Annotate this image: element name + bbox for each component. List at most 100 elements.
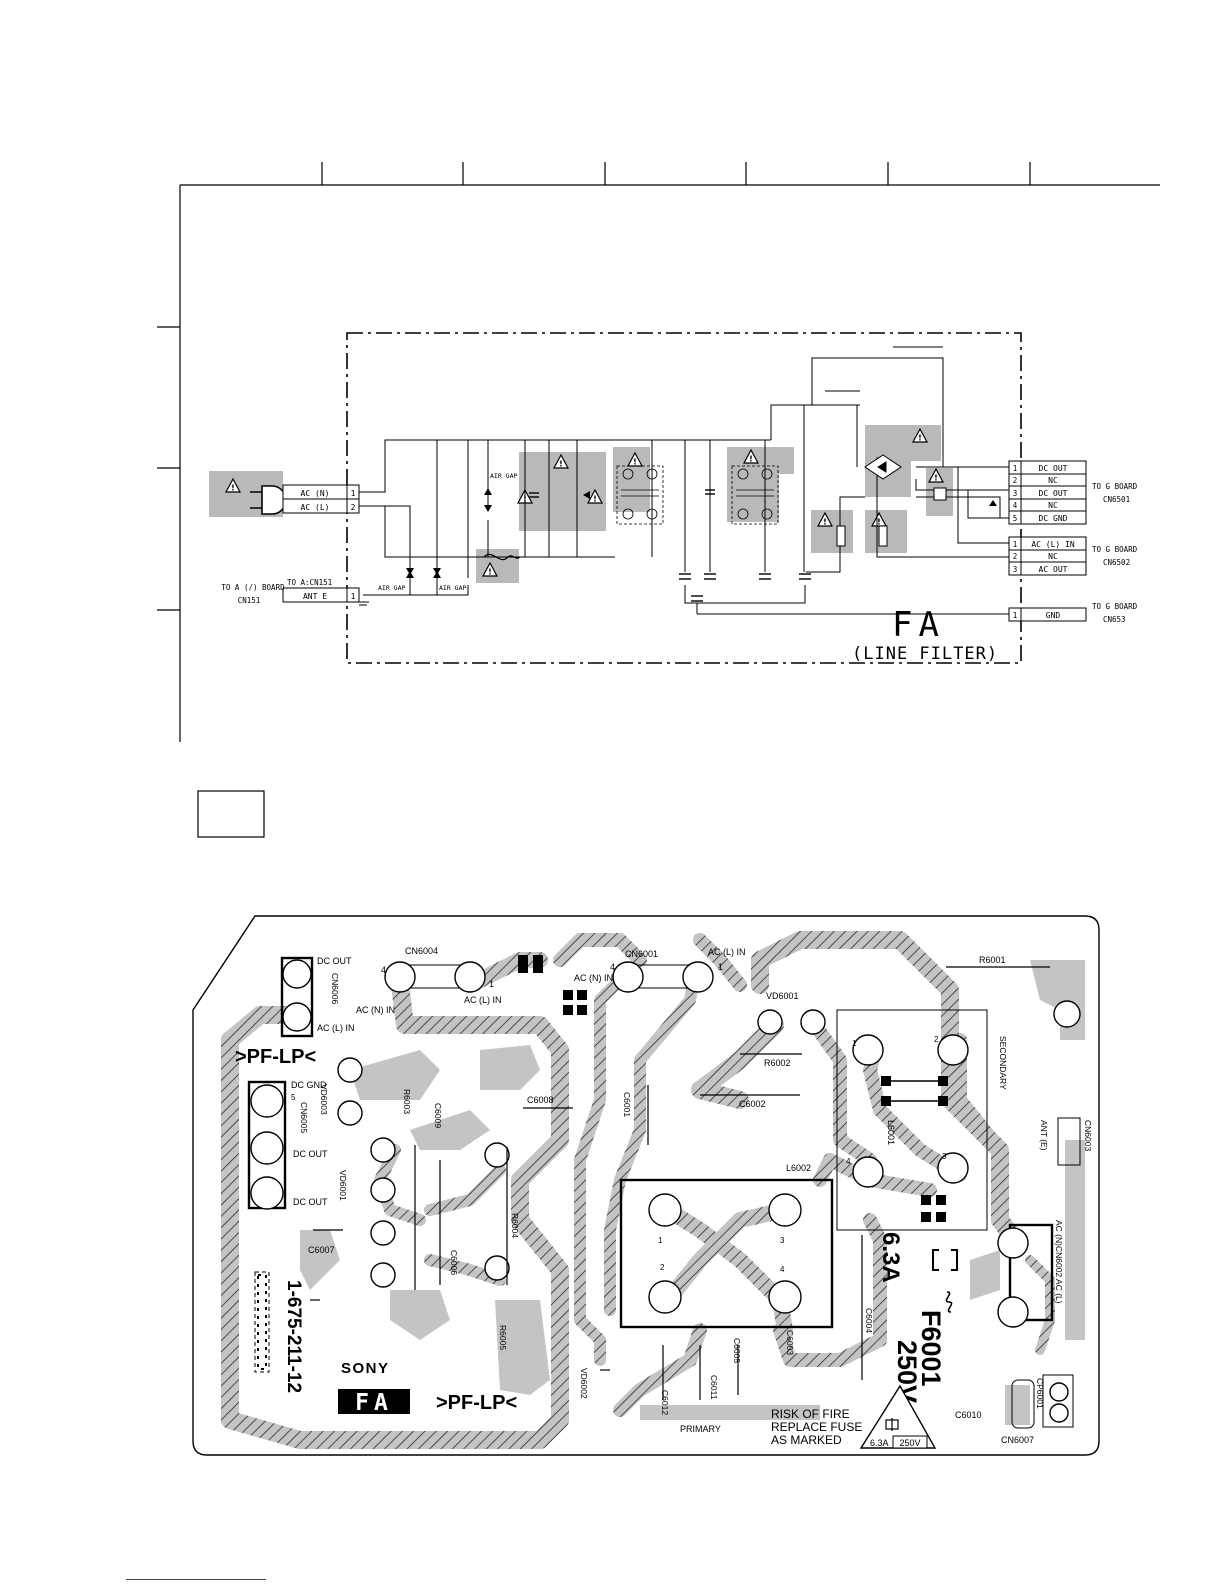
cn6006-label: AC (L) IN [317, 1023, 355, 1033]
pin-num: 2 [1013, 476, 1018, 485]
l6001-pin: 3 [942, 1152, 947, 1161]
pin-num: 5 [1013, 514, 1018, 523]
warning-line: AS MARKED [771, 1433, 842, 1447]
cn6001-pin-label: AC (L) IN [708, 947, 746, 957]
pin-num: 3 [1013, 565, 1018, 574]
cn6005-pin5: 5 [291, 1093, 296, 1102]
fuse-badge: 6.3A 250V [859, 1384, 937, 1449]
safety-zones [209, 425, 953, 583]
c6009-label: C6009 [433, 1103, 443, 1128]
l6001-pin: 4 [846, 1157, 851, 1166]
pcb-bridge-lines [886, 1080, 943, 1102]
cn6004-pin-label: AC (L) IN [464, 995, 502, 1005]
pin-num: 1 [1013, 464, 1018, 473]
l6001-label: L6001 [886, 1120, 896, 1145]
c6007-label: C6007 [308, 1245, 335, 1255]
part-number: 1-675-211-12 [283, 1280, 304, 1393]
secondary-label: SECONDARY [998, 1036, 1008, 1090]
c6011-label: C6011 [709, 1375, 719, 1400]
pin-label: AC (L) IN [1031, 540, 1075, 549]
antenna-pin-num: 1 [351, 592, 356, 601]
cn6001-pin: 4 [610, 962, 615, 972]
c6004-label: C6004 [864, 1308, 874, 1333]
pin-label: AC OUT [1039, 565, 1068, 574]
primary-label: PRIMARY [680, 1424, 721, 1434]
c6008-label: C6008 [527, 1095, 554, 1105]
l6002-label: L6002 [786, 1163, 811, 1173]
connector-cn6501: 1 DC OUT 2 NC 3 DC OUT 4 NC 5 DC GND TO … [1008, 460, 1138, 525]
c6005-label: C6005 [732, 1338, 742, 1363]
pin-label: DC OUT [1039, 489, 1068, 498]
pin-label: NC [1048, 552, 1058, 561]
sony-logo: SONY [341, 1360, 390, 1377]
board-name-bottom: >PF-LP< [436, 1392, 517, 1414]
cn6001-ref: CN6001 [625, 949, 658, 959]
pin-num: 1 [1013, 540, 1018, 549]
cn6005-label: DC OUT [293, 1197, 328, 1207]
fuse-ref: F6001 [916, 1310, 946, 1387]
connector-cn6502: 1 AC (L) IN 2 NC 3 AC OUT TO G BOARD CN6… [1008, 536, 1138, 576]
pcb-leader-lines [310, 966, 1050, 1400]
schematic-subtitle: (LINE FILTER) [852, 644, 998, 664]
cn6003-ref: CN6003 [1083, 1120, 1093, 1151]
section-label-box [197, 790, 265, 838]
fire-warning: RISK OF FIRE REPLACE FUSE AS MARKED [771, 1407, 862, 1447]
connector-cn653: 1 GND TO G BOARD CN653 [1008, 602, 1138, 624]
pin-num: 3 [1013, 489, 1018, 498]
pin-label: DC GND [1039, 514, 1068, 523]
l6002-pin: 4 [780, 1265, 785, 1274]
fuse-rating-amp: 6.3A [877, 1232, 904, 1283]
l6001-pin: 2 [934, 1035, 939, 1044]
pin-label: NC [1048, 501, 1058, 510]
antenna-dest: TO A (/) BOARD [221, 583, 285, 592]
pin-label: NC [1048, 476, 1058, 485]
fuse-clip [932, 1249, 958, 1271]
pcb-outline [192, 915, 1100, 1456]
vd6002-label: VD6002 [579, 1368, 589, 1399]
input-connector: AC (N) 1 AC (L) 2 [282, 484, 360, 514]
pcb-pads [250, 959, 1081, 1423]
l6002-pin: 3 [780, 1236, 785, 1245]
vd6001-label: VD6001 [766, 991, 799, 1001]
vd6003-label: VD6003 [319, 1084, 329, 1115]
antenna-connector: TO A:CN151 ANT E 1 TO A (/) BOARD CN151 [221, 578, 360, 605]
air-gap-label: AIR GAP [490, 472, 517, 480]
r6003-label: R6003 [402, 1089, 412, 1114]
pin-num: 2 [1013, 552, 1018, 561]
air-gap-label: AIR GAP [378, 584, 405, 592]
resistor-symbols [836, 487, 947, 547]
cn6003-label: ANT (E) [1039, 1120, 1049, 1151]
cn6005-label: DC GND [291, 1080, 327, 1090]
pin-label: GND [1046, 611, 1061, 620]
fuse-symbol [483, 553, 521, 561]
input-pin-label: AC (L) [301, 503, 330, 512]
cn6001-pin-label: AC (N) IN [574, 973, 613, 983]
capacitor-symbols [529, 489, 811, 602]
antenna-ref: TO A:CN151 [287, 578, 332, 587]
air-gap-labels: AIR GAP AIR GAP AIR GAP [378, 472, 517, 592]
pcb-component-outlines [247, 956, 1081, 1429]
r6005-label: R6005 [498, 1325, 508, 1350]
cn653-ref: CN653 [1103, 615, 1126, 624]
board-code: FA [355, 1390, 393, 1416]
cn6004-pin: 4 [381, 965, 386, 975]
cn6007-ref: CN6007 [1001, 1435, 1034, 1445]
l6002-pin: 2 [660, 1263, 665, 1272]
cn6002-ref: AC (N)CN6002 AC (L) [1054, 1220, 1064, 1304]
r6004-label: R6004 [510, 1213, 520, 1238]
vd6001b-label: VD6001 [338, 1170, 348, 1201]
c6002-label: C6002 [739, 1099, 766, 1109]
r6001-label: R6001 [979, 955, 1006, 965]
barcode-marks [254, 1271, 270, 1373]
line-filter-coils [616, 465, 779, 525]
c6001-label: C6001 [622, 1092, 632, 1117]
diode-symbols [406, 488, 997, 578]
input-pin-num: 1 [351, 489, 356, 498]
bridge-rectifier [864, 454, 902, 480]
warning-line: REPLACE FUSE [771, 1420, 862, 1434]
pin-num: 4 [1013, 501, 1018, 510]
cn6005-label: DC OUT [293, 1149, 328, 1159]
r6002-label: R6002 [764, 1058, 791, 1068]
cn6001-pin: 1 [718, 962, 723, 972]
